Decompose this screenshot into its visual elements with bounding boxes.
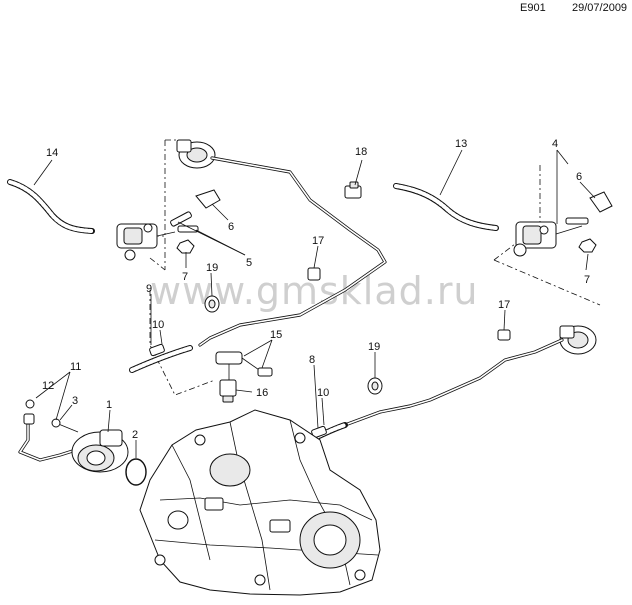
- callout-6-right: 6: [576, 171, 582, 183]
- callout-15: 15: [270, 329, 282, 341]
- callout-10-right: 10: [317, 387, 329, 399]
- callout-16: 16: [256, 387, 268, 399]
- right-master-cylinder: [513, 217, 589, 257]
- callout-19-right: 19: [368, 341, 380, 353]
- hose-13: [393, 183, 499, 231]
- callout-8: 8: [309, 354, 315, 366]
- callout-5: 5: [246, 257, 252, 269]
- clip-18: [344, 181, 362, 199]
- callout-4: 4: [552, 138, 558, 150]
- concentric-slave-cylinder-1: [71, 429, 129, 473]
- junction-15: [215, 351, 273, 380]
- callout-2: 2: [132, 429, 138, 441]
- grommet-19-right: [367, 377, 383, 395]
- pipe-main-left: [198, 156, 387, 347]
- clip-17-right: [497, 329, 511, 341]
- leader-lines: [33, 149, 596, 458]
- callout-12: 12: [42, 380, 54, 392]
- callout-labels: 14 18 13 4 6 6 5 17 7 19 9 10 15 16 11 1…: [42, 138, 590, 441]
- callout-17-left: 17: [312, 235, 324, 247]
- bleed-pipe-11: [18, 399, 84, 462]
- pipe-main-right: [343, 338, 564, 427]
- clip-17-left: [307, 267, 321, 281]
- gearbox-housing: [139, 409, 381, 596]
- callout-7-left: 7: [182, 271, 188, 283]
- grommet-19-left: [204, 295, 220, 313]
- callout-14: 14: [46, 147, 58, 159]
- diagram-date: 29/07/2009: [572, 2, 628, 14]
- bracket-6-left: [195, 189, 221, 209]
- hose-14: [7, 179, 95, 234]
- guide-lines: [125, 139, 601, 396]
- callout-1: 1: [106, 399, 112, 411]
- callout-10-left: 10: [152, 319, 164, 331]
- nut-7-right: [578, 238, 597, 253]
- callout-6-left: 6: [228, 221, 234, 233]
- pipe-damper-top: [176, 139, 216, 169]
- bracket-6-right: [589, 191, 613, 213]
- callout-13: 13: [455, 138, 467, 150]
- nut-7-left: [176, 239, 195, 254]
- line-9: [129, 343, 193, 373]
- callout-3: 3: [72, 395, 78, 407]
- callout-11: 11: [70, 361, 81, 373]
- callout-7-right: 7: [584, 274, 590, 286]
- o-ring-2: [125, 458, 147, 486]
- diagram-code: E901: [520, 2, 546, 14]
- callout-18: 18: [355, 146, 367, 158]
- callout-19-left: 19: [206, 262, 218, 274]
- callout-9: 9: [146, 283, 152, 295]
- callout-17-right: 17: [498, 299, 510, 311]
- left-master-cylinder: [116, 211, 199, 261]
- fitting-16: [219, 379, 237, 403]
- bolt-3: [51, 418, 79, 433]
- pipe-damper-right: [559, 325, 597, 355]
